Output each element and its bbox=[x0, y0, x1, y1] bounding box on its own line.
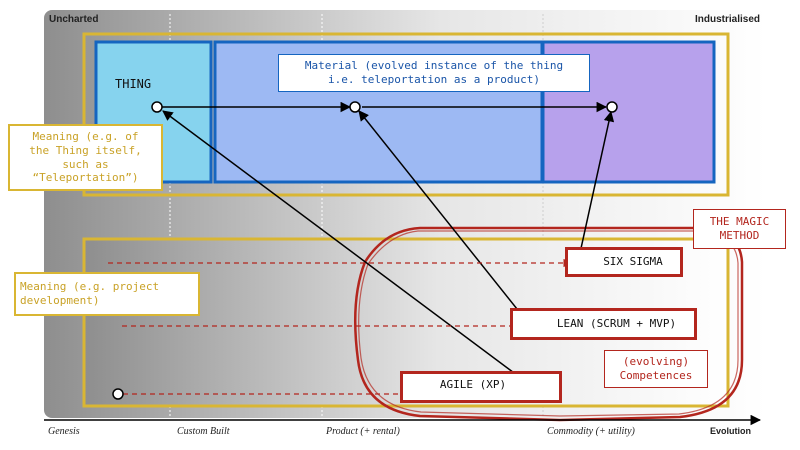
agile-box: AGILE (XP) bbox=[400, 371, 562, 403]
industrialised-label: Industrialised bbox=[694, 14, 760, 25]
uncharted-label: Uncharted bbox=[49, 14, 99, 25]
six-sigma-box: SIX SIGMA bbox=[565, 247, 683, 277]
meaning-thing-note: Meaning (e.g. of the Thing itself, such … bbox=[8, 124, 163, 191]
lean-box: LEAN (SCRUM + MVP) bbox=[510, 308, 697, 340]
lean-label: LEAN (SCRUM + MVP) bbox=[556, 317, 677, 330]
top-frame bbox=[82, 32, 730, 197]
node-thing bbox=[151, 101, 163, 113]
material-note: Material (evolved instance of the thing … bbox=[278, 54, 590, 92]
axis-label-genesis: Genesis bbox=[48, 426, 80, 437]
arrow-sixsigma-to-commodity bbox=[577, 110, 615, 263]
arrow-agile-to-thing bbox=[162, 110, 542, 394]
node-commodity bbox=[606, 101, 618, 113]
node-product bbox=[349, 101, 361, 113]
axis-label-evolution: Evolution bbox=[710, 426, 751, 436]
magic-method-note: THE MAGIC METHOD bbox=[693, 209, 786, 249]
agile-label: AGILE (XP) bbox=[439, 378, 507, 391]
node-agile-origin bbox=[112, 388, 124, 400]
axis-label-custom-built: Custom Built bbox=[177, 426, 230, 437]
six-sigma-label: SIX SIGMA bbox=[603, 255, 663, 268]
axis-label-commodity: Commodity (+ utility) bbox=[547, 426, 635, 437]
axis-label-product: Product (+ rental) bbox=[326, 426, 400, 437]
arrow-lean-to-product bbox=[358, 110, 530, 325]
thing-label: THING bbox=[115, 77, 152, 91]
meaning-project-note: Meaning (e.g. project development) bbox=[14, 272, 200, 316]
competences-note: (evolving) Competences bbox=[604, 350, 708, 388]
